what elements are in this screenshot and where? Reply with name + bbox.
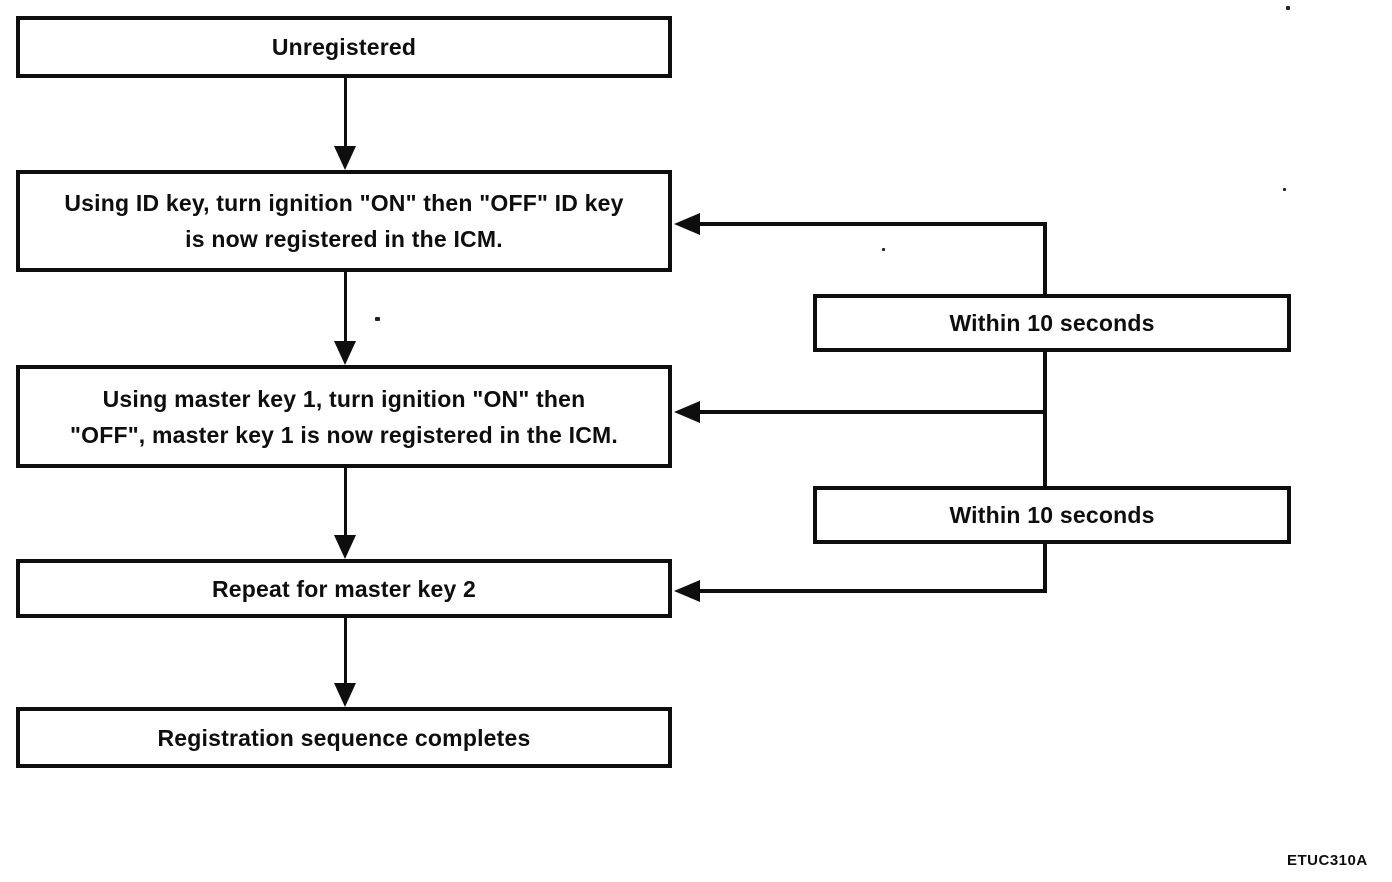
flow-step-unregistered: Unregistered (16, 16, 672, 78)
flow-step-label-line: Using master key 1, turn ignition "ON" t… (102, 385, 586, 412)
flow-step-register-master-key-1: Using master key 1, turn ignition "ON" t… (16, 365, 672, 468)
timing-label: Within 10 seconds (949, 502, 1155, 528)
connector-line-into-step2 (700, 222, 1047, 226)
arrow-down-icon (334, 146, 356, 170)
flow-step-label-line: "OFF", master key 1 is now registered in… (70, 421, 618, 448)
connector-line-into-step3 (700, 410, 1047, 414)
flow-step-label-line: is now registered in the ICM. (185, 226, 503, 252)
connector-line-step3-step4 (344, 468, 347, 536)
arrow-down-icon (334, 341, 356, 365)
flow-step-registration-complete: Registration sequence completes (16, 707, 672, 768)
arrow-left-icon (674, 213, 700, 235)
connector-line-timing-trunk (1043, 222, 1047, 593)
connector-line-step4-step5 (344, 618, 347, 684)
flow-step-label-line: Using ID key, turn ignition "ON" then "O… (64, 190, 624, 216)
timing-box-within-10-seconds-1: Within 10 seconds (813, 294, 1291, 352)
arrow-down-icon (334, 683, 356, 707)
flow-step-repeat-master-key-2: Repeat for master key 2 (16, 559, 672, 618)
flow-step-label: Repeat for master key 2 (211, 575, 477, 602)
connector-line-step2-step3 (344, 272, 347, 342)
figure-code: ETUC310A (1287, 852, 1368, 869)
arrow-left-icon (674, 401, 700, 423)
flow-step-register-id-key: Using ID key, turn ignition "ON" then "O… (16, 170, 672, 272)
connector-line-into-step4 (700, 589, 1047, 593)
arrow-down-icon (334, 535, 356, 559)
flow-step-label: Registration sequence completes (157, 724, 531, 751)
flow-step-label: Unregistered (271, 34, 417, 60)
connector-line-step1-step2 (344, 78, 347, 148)
timing-label: Within 10 seconds (949, 310, 1155, 336)
scan-speck (375, 317, 380, 321)
timing-box-within-10-seconds-2: Within 10 seconds (813, 486, 1291, 544)
scan-speck (1286, 6, 1290, 10)
arrow-left-icon (674, 580, 700, 602)
scan-speck (1283, 188, 1286, 191)
scan-speck (882, 248, 885, 251)
